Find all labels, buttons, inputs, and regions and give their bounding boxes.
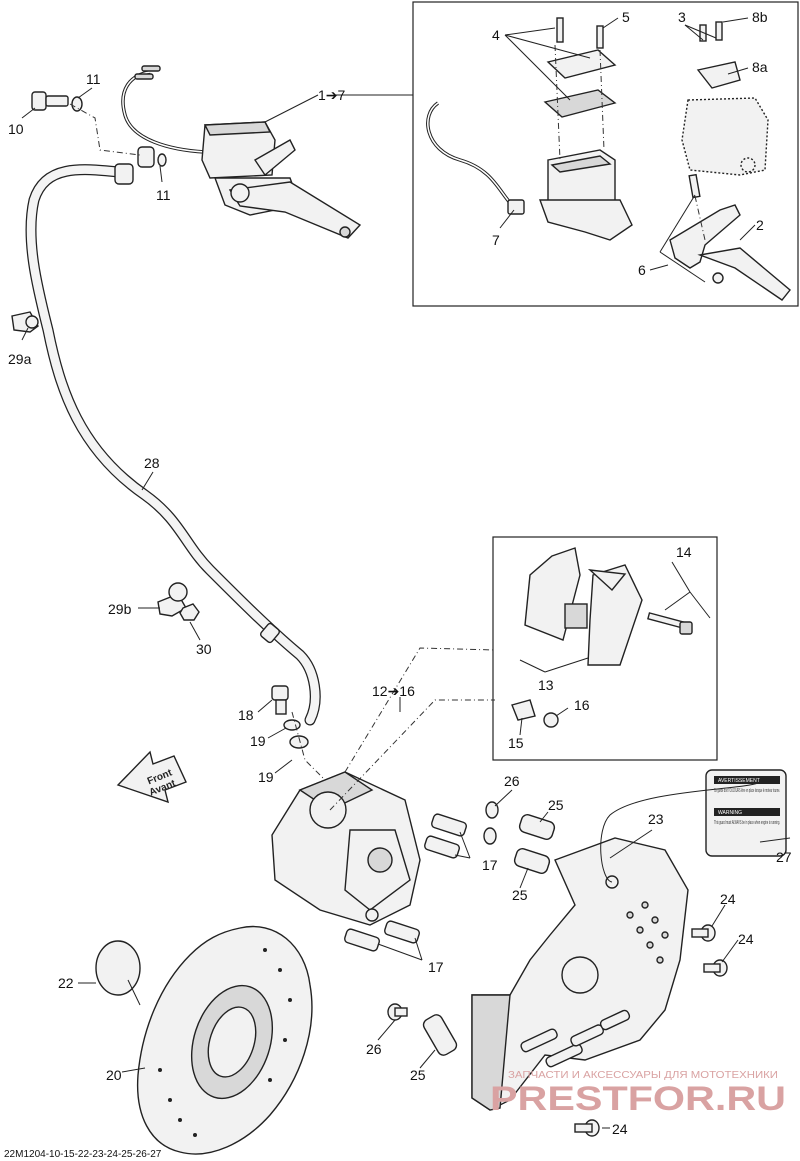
callout-5: 5 [622,9,630,25]
callout-29a: 29a [8,351,32,367]
front-direction-arrow: Front Avant [116,750,187,804]
hose-clip-29b [157,582,188,617]
sealing-washer-11a [71,96,83,112]
callout-19a: 19 [250,733,266,749]
spacer-25b [513,848,551,874]
warning-text-fr: Ce garde doit TOUJOURS être en place lor… [714,788,780,794]
callout-15: 15 [508,735,524,751]
callout-26a: 26 [504,773,520,789]
callout-12-16: 12➔16 [372,683,415,699]
banjo-bolt-10 [31,91,69,111]
sealing-washer-19a [283,719,301,731]
callout-10: 10 [8,121,24,137]
callout-18: 18 [238,707,254,723]
hose-clip-29a [11,311,39,333]
callout-22: 22 [58,975,74,991]
callout-29b: 29b [108,601,132,617]
callout-14: 14 [676,544,692,560]
warning-text-en: This guard must ALWAYS be in place when … [714,820,780,826]
callout-23: 23 [648,811,664,827]
callout-27: 27 [776,849,792,865]
detail-lever [669,173,791,301]
callout-3: 3 [678,9,686,25]
callout-24b: 24 [738,931,754,947]
brake-pad-detail-box [492,536,718,761]
callout-2: 2 [756,217,764,233]
banjo-fitting [137,146,155,168]
brake-disc [136,925,313,1155]
screw-26a [483,801,499,845]
watermark-site: PRESTFOR.RU [490,1080,786,1118]
callout-25a: 25 [548,797,564,813]
o-ring-22 [95,940,141,996]
watermark: ЗАПЧАСТИ И АКСЕССУАРЫ ДЛЯ МОТОТЕХНИКИ PR… [490,1070,786,1118]
spacer-25a [518,814,556,840]
callout-28: 28 [144,455,160,471]
brake-hose [25,163,321,726]
callout-13: 13 [538,677,554,693]
callout-30: 30 [196,641,212,657]
callout-6: 6 [638,262,646,278]
callout-8b: 8b [752,9,768,25]
callout-1-7: 1➔7 [318,87,346,103]
callout-8a: 8a [752,59,768,75]
hex-nut-30 [179,603,200,621]
callout-11a: 11 [86,71,101,87]
watermark-caption: ЗАПЧАСТИ И АКСЕССУАРЫ ДЛЯ МОТОТЕХНИКИ [508,1070,778,1081]
callout-20: 20 [106,1067,122,1083]
callout-11b: 11 [156,187,171,203]
caliper-banjo-bolt-18 [271,685,289,715]
leader-lines [21,17,791,1129]
callout-24a: 24 [720,891,736,907]
callout-25c: 25 [410,1067,426,1083]
callout-24c: 24 [612,1121,628,1137]
callout-16: 16 [574,697,590,713]
warning-decal: AVERTISSEMENT Ce garde doit TOUJOURS êtr… [600,769,787,883]
warning-title-fr: AVERTISSEMENT [718,778,760,784]
callout-25b: 25 [512,887,528,903]
callout-19b: 19 [258,769,274,785]
spacer-25c [422,1014,458,1056]
callout-4: 4 [492,27,500,43]
banjo-axis-dashline [291,711,326,781]
detail-dotted-housing [681,21,769,176]
screw-24c [574,1119,600,1137]
callout-7: 7 [492,232,500,248]
callout-17b: 17 [428,959,444,975]
detail-brake-pads [511,547,693,728]
detail-master-cylinder [426,17,633,241]
slide-bushings-17 [344,813,467,952]
sealing-washer-11b [157,153,167,167]
callout-labels: 1➔7 2 3 4 5 6 7 8a 8b 10 11 11 12➔16 13 … [8,9,792,1137]
master-cylinder-assembly [121,65,362,239]
sealing-washer-19b [289,735,309,749]
screw-24b [703,959,728,977]
warning-title-en: WARNING [718,810,742,816]
callout-26b: 26 [366,1041,382,1057]
screw-24a [691,924,716,942]
bolt-axis-dashline [69,103,141,156]
callout-17a: 17 [482,857,498,873]
master-cylinder-detail-box [412,1,799,307]
brake-caliper [271,647,496,926]
screw-26b [387,1003,408,1021]
disc-guard [471,837,689,1111]
diagram-reference-code: 22M1204-10-15-22-23-24-25-26-27 [4,1149,162,1160]
